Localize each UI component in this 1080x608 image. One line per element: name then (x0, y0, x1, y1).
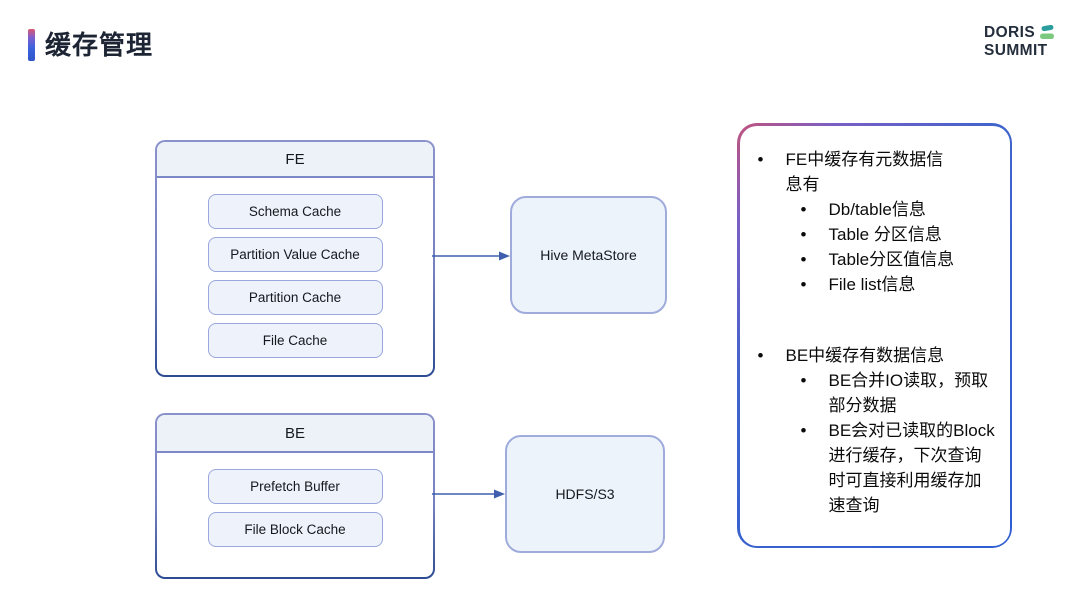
be-box-body: Prefetch Buffer File Block Cache (157, 453, 433, 577)
hive-metastore-box: Hive MetaStore (510, 196, 667, 314)
bullet-icon (756, 147, 786, 197)
fe-box-body: Schema Cache Partition Value Cache Parti… (157, 178, 433, 375)
note-subitem: BE合并IO读取，预取部分数据 (801, 368, 996, 418)
be-box: BE Prefetch Buffer File Block Cache (155, 413, 435, 579)
note-item-fe: FE中缓存有元数据信息有 (756, 147, 996, 197)
cache-box-prefetch-buffer: Prefetch Buffer (207, 469, 383, 504)
note-sublist-fe: Db/table信息 Table 分区信息 Table分区值信息 File li… (756, 197, 996, 297)
note-sublist-be: BE合并IO读取，预取部分数据 BE会对已读取的Block进行缓存，下次查询时可… (756, 368, 996, 518)
note-subitem: Table 分区信息 (801, 222, 996, 247)
cache-box-file-block-cache: File Block Cache (207, 512, 383, 547)
bullet-icon (801, 197, 829, 222)
cache-box-partition-value: Partition Value Cache (207, 237, 383, 272)
cache-box-file: File Cache (207, 323, 383, 358)
doris-summit-logo: DORIS SUMMIT (984, 24, 1074, 60)
cache-box-partition: Partition Cache (207, 280, 383, 315)
notes-panel-content: FE中缓存有元数据信息有 Db/table信息 Table 分区信息 Table… (739, 125, 1010, 546)
fe-to-metastore-arrow (432, 251, 510, 261)
bullet-icon (801, 247, 829, 272)
be-to-storage-arrow (432, 489, 505, 499)
note-subitem: BE会对已读取的Block进行缓存，下次查询时可直接利用缓存加速查询 (801, 418, 996, 518)
bullet-icon (756, 343, 786, 368)
bullet-icon (801, 222, 829, 247)
doris-logo-icon (1040, 25, 1055, 39)
bullet-icon (801, 368, 829, 418)
logo-text-summit: SUMMIT (984, 42, 1048, 59)
hdfs-s3-box: HDFS/S3 (505, 435, 665, 553)
logo-text-doris: DORIS (984, 24, 1036, 41)
page-title: 缓存管理 (45, 30, 154, 60)
notes-panel: FE中缓存有元数据信息有 Db/table信息 Table 分区信息 Table… (737, 123, 1012, 548)
note-section-fe: FE中缓存有元数据信息有 Db/table信息 Table 分区信息 Table… (756, 147, 996, 297)
be-box-header: BE (157, 415, 433, 453)
note-subitem: File list信息 (801, 272, 996, 297)
fe-box: FE Schema Cache Partition Value Cache Pa… (155, 140, 435, 377)
note-subitem: Table分区值信息 (801, 247, 996, 272)
cache-box-schema: Schema Cache (207, 194, 383, 229)
title-accent-bar (28, 29, 35, 61)
bullet-icon (801, 418, 829, 518)
note-item-be: BE中缓存有数据信息 (756, 343, 996, 368)
bullet-icon (801, 272, 829, 297)
note-section-be: BE中缓存有数据信息 BE合并IO读取，预取部分数据 BE会对已读取的Block… (756, 343, 996, 518)
fe-box-header: FE (157, 142, 433, 178)
note-subitem: Db/table信息 (801, 197, 996, 222)
